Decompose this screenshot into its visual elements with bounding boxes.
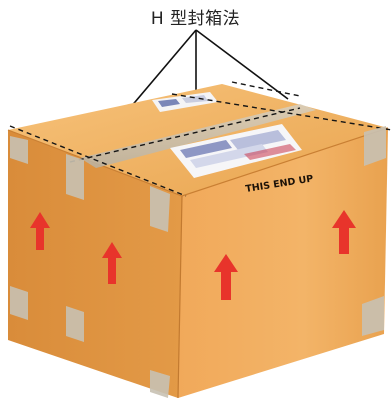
up-arrow-icon (30, 212, 50, 250)
dashed-left-edge (9, 125, 187, 197)
up-arrows (30, 210, 356, 300)
box-front-face (178, 128, 388, 398)
shipping-label-large (170, 124, 302, 178)
top-seam-tape (80, 104, 316, 168)
up-arrow-icon (102, 242, 122, 284)
box-vertical-edge (177, 195, 183, 399)
leader-line-right (195, 29, 289, 100)
up-arrow-icon (214, 254, 238, 300)
dashed-center-seam (69, 107, 301, 163)
h-seal-dashed-lines (9, 81, 391, 197)
shipping-label-small (152, 92, 218, 112)
dashed-back-edge (231, 81, 301, 97)
corner-tape-tabs (10, 126, 386, 398)
diagram-title: H 型封箱法 (150, 9, 241, 29)
box-left-face (8, 130, 182, 398)
up-arrow-icon (332, 210, 356, 254)
